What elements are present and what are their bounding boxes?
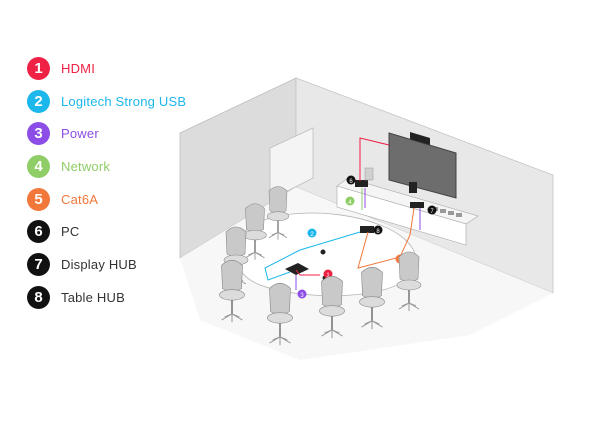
display-hub-device (410, 202, 424, 208)
legend-label-hdmi: HDMI (61, 60, 96, 76)
cable-legend: 1 HDMI 2 Logitech Strong USB 3 Power 4 N… (27, 52, 186, 314)
whiteboard (269, 127, 314, 201)
legend-label-display-hub: Display HUB (61, 256, 137, 272)
table-mic-a (320, 249, 326, 255)
badge-6: 6 (27, 220, 50, 244)
badge-4: 4 (27, 154, 50, 178)
legend-item-network: 4 Network (27, 150, 186, 183)
legend-item-power: 3 Power (27, 117, 186, 150)
display-screen (388, 132, 457, 199)
legend-label-pc: PC (61, 224, 80, 240)
legend-label-table-hub: Table HUB (61, 289, 125, 305)
cable-hdmi (295, 137, 390, 276)
callout-6: 6 (346, 175, 356, 185)
camera (410, 132, 430, 145)
badge-2: 2 (27, 89, 50, 113)
badge-7: 7 (27, 252, 50, 276)
table-hub-device (360, 226, 374, 233)
svg-text:2: 2 (310, 232, 314, 238)
badge-5: 5 (27, 187, 50, 211)
legend-label-network: Network (61, 158, 111, 174)
svg-text:1: 1 (326, 273, 330, 279)
cable-usb (264, 231, 361, 281)
callout-3: 3 (297, 289, 307, 299)
badge-8: 8 (27, 285, 50, 309)
svg-text:8: 8 (376, 229, 380, 235)
callout-2: 2 (307, 228, 317, 238)
legend-item-cat6a: 5 Cat6A (27, 183, 186, 216)
speaker-device (409, 182, 417, 193)
legend-item-usb: 2 Logitech Strong USB (27, 85, 186, 118)
legend-label-cat6a: Cat6A (61, 191, 99, 207)
legend-item-hdmi: 1 HDMI (27, 52, 186, 85)
badge-3: 3 (27, 122, 50, 146)
legend-item-table-hub: 8 Table HUB (27, 281, 186, 314)
callout-4: 4 (345, 196, 355, 206)
lamp (364, 167, 374, 181)
legend-label-power: Power (61, 126, 99, 142)
callout-8: 8 (373, 225, 383, 235)
legend-item-pc: 6 PC (27, 215, 186, 248)
legend-label-usb: Logitech Strong USB (61, 93, 187, 109)
legend-item-display-hub: 7 Display HUB (27, 248, 186, 281)
badge-1: 1 (27, 56, 50, 80)
svg-text:4: 4 (348, 200, 352, 206)
table-hub-tap (285, 263, 309, 275)
pc-device (355, 180, 368, 187)
svg-text:3: 3 (300, 293, 304, 299)
svg-text:6: 6 (349, 179, 353, 185)
svg-text:7: 7 (430, 209, 434, 215)
credenza-front (336, 185, 467, 246)
callout-7: 7 (427, 205, 437, 215)
